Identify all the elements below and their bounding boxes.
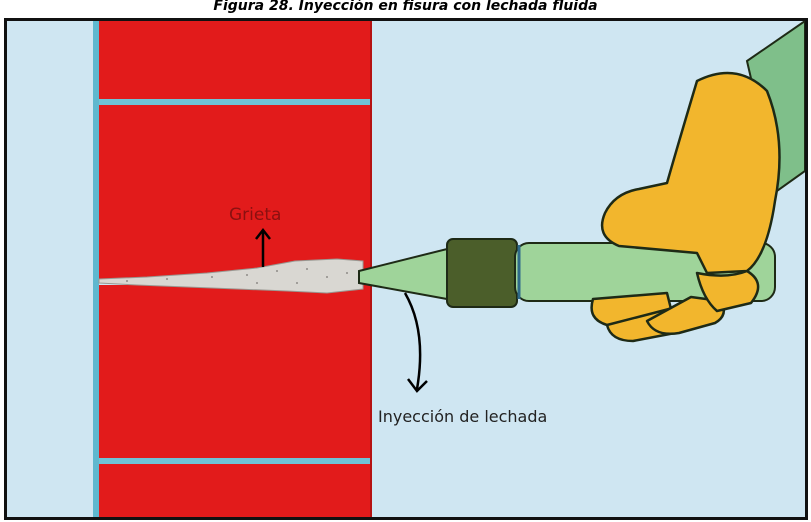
- injection-nozzle: [358, 247, 448, 301]
- brick-wall: [93, 21, 372, 517]
- grout-arrow: [403, 292, 428, 393]
- glove: [590, 71, 781, 343]
- brick: [99, 285, 371, 458]
- crack-label: Grieta: [229, 205, 282, 225]
- brick-wall-edge: [93, 21, 99, 517]
- mortar-joint: [99, 99, 371, 105]
- illustration-scene: [93, 21, 805, 517]
- illustration-frame: Grieta Inyección de lechada: [4, 18, 808, 520]
- grout-injection-label: Inyección de lechada: [378, 407, 548, 426]
- brick: [99, 21, 371, 99]
- brick: [99, 105, 371, 281]
- nozzle-collar: [446, 238, 518, 308]
- brick: [99, 464, 371, 517]
- figure-title: Figura 28. Inyección en fisura con lecha…: [213, 0, 598, 14]
- mortar-joint: [99, 458, 371, 464]
- crack-arrow: [255, 227, 271, 267]
- crack-texture: [126, 268, 348, 284]
- crack: [98, 258, 364, 294]
